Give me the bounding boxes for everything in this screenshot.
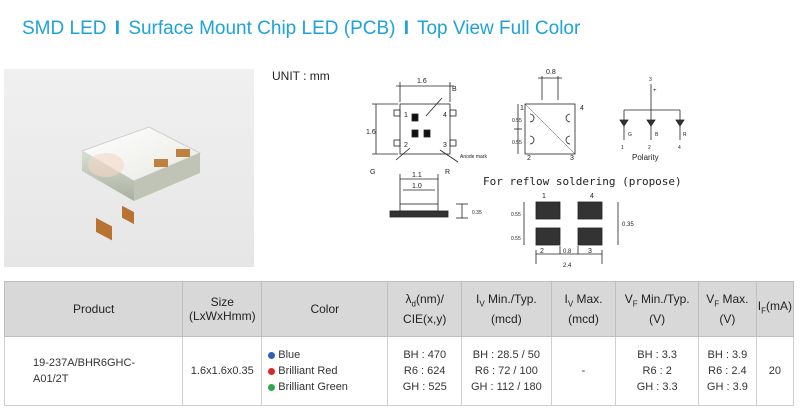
polarity-r: R (683, 132, 687, 138)
polarity-pin-3: 3 (649, 77, 652, 83)
polarity-pin-1: 1 (621, 145, 624, 151)
green-dot-icon (268, 383, 276, 391)
dim-pad-h2: 0.55 (512, 140, 522, 146)
cell-product: 19-237A/BHR6GHC-A01/2T (3, 336, 184, 406)
cell-color: Blue Brilliant Red Brilliant Green (261, 336, 389, 406)
bottom-pin-3: 3 (570, 155, 574, 162)
header-vf: VF Min./Typ.(V) (615, 281, 700, 337)
dim-side-height: 1.6 (366, 129, 376, 136)
dim-thickness: 0.35 (472, 210, 482, 216)
table-row: 19-237A/BHR6GHC-A01/2T 1.6x1.6x0.35 Blue… (3, 336, 795, 406)
reflow-soldering-label: For reflow soldering (propose) (483, 175, 682, 188)
reflow-pin-4: 4 (590, 193, 594, 200)
spec-table: Product Size(LxWxHmm) Color λd(nm)/CIE(x… (3, 281, 795, 406)
polarity-label: Polarity (632, 153, 659, 162)
anode-mark-label: Anode mark (460, 154, 487, 160)
page-title: SMD LED I Surface Mount Chip LED (PCB) I… (22, 18, 580, 40)
blue-dot-icon (268, 351, 276, 359)
polarity-plus: + (653, 88, 657, 94)
header-vf-max: VF Max.(V) (698, 281, 757, 337)
cell-size: 1.6x1.6x0.35 (182, 336, 263, 406)
polarity-pin-4: 4 (678, 145, 681, 151)
bottom-pin-1: 1 (520, 105, 524, 112)
label-b: B (452, 86, 457, 93)
bottom-pin-4: 4 (580, 105, 584, 112)
cell-iv-max: - (550, 336, 617, 406)
reflow-pin-1: 1 (542, 193, 546, 200)
cell-if: 20 (755, 336, 795, 406)
top-pin-1: 1 (404, 112, 408, 119)
header-iv-max: IV Max.(mcd) (550, 281, 617, 337)
header-product: Product (3, 281, 184, 337)
dim-pin-w2: 1.0 (412, 183, 422, 190)
polarity-pin-2: 2 (648, 145, 651, 151)
dim-reflow-gap: 0.35 (622, 222, 634, 228)
header-color: Color (261, 281, 389, 337)
unit-label: UNIT : mm (272, 69, 330, 83)
header-wavelength: λd(nm)/CIE(x,y) (387, 281, 463, 337)
top-pin-4: 4 (443, 112, 447, 119)
reflow-pin-2: 2 (540, 248, 544, 255)
dim-reflow-total: 2.4 (563, 263, 572, 269)
dim-reflow-h1: 0.55 (511, 212, 521, 218)
title-part-top-view: Top View Full Color (416, 18, 581, 39)
label-g: G (370, 169, 375, 176)
bottom-pin-2: 2 (527, 155, 531, 162)
label-r: R (445, 169, 450, 176)
product-photo (4, 69, 254, 267)
title-part-smd-led: SMD LED (22, 18, 107, 39)
dim-pin-w1: 1.1 (412, 172, 422, 179)
dim-top-width: 1.6 (417, 78, 427, 85)
dim-pad-pitch: 0.8 (546, 69, 556, 76)
led-chip-image (80, 126, 202, 241)
title-part-surface-mount: Surface Mount Chip LED (PCB) (128, 18, 396, 39)
header-if: IF(mA) (755, 281, 795, 337)
dim-reflow-h2: 0.55 (511, 236, 521, 242)
red-dot-icon (268, 367, 276, 375)
header-size: Size(LxWxHmm) (182, 281, 263, 337)
dim-reflow-pitch: 0.8 (563, 249, 572, 255)
reflow-pin-3: 3 (588, 248, 592, 255)
polarity-g: G (628, 132, 632, 138)
top-pin-3: 3 (443, 142, 447, 149)
dim-pad-h1: 0.55 (512, 118, 522, 124)
dimension-drawing: 1.6 1.6 B G R Anode mark 1 2 3 4 0.8 0.5… (366, 69, 687, 269)
table-header-row: Product Size(LxWxHmm) Color λd(nm)/CIE(x… (3, 281, 795, 337)
top-view-outline (399, 103, 451, 155)
title-separator: I (114, 18, 121, 39)
polarity-b: B (655, 132, 659, 138)
header-iv: IV Min./Typ.(mcd) (461, 281, 552, 337)
top-pin-2: 2 (404, 142, 408, 149)
title-separator: I (403, 18, 410, 39)
